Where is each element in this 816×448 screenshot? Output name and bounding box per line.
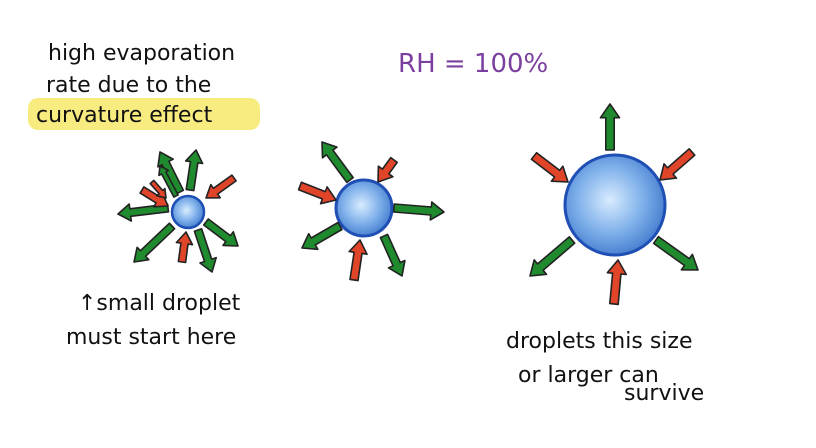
note-high-evaporation-line2: rate due to the (46, 73, 211, 98)
large-droplet (563, 153, 667, 257)
evaporation-arrow (392, 201, 445, 221)
condensation-arrow (205, 174, 237, 199)
evaporation-arrow (301, 221, 343, 251)
evaporation-arrow (529, 236, 576, 277)
note-large-droplet-line3: survive (624, 381, 704, 406)
evaporation-arrow (117, 203, 170, 222)
rh-label: RH = 100% (398, 49, 548, 79)
evaporation-arrow (599, 103, 621, 151)
condensation-arrow (139, 186, 169, 208)
condensation-arrow (175, 231, 194, 264)
evaporation-arrow (133, 222, 176, 263)
arrows-layer (117, 103, 699, 306)
highlight-marker (28, 98, 260, 130)
evaporation-arrow (202, 218, 239, 247)
condensation-arrow (297, 181, 337, 205)
note-small-droplet-line1: ↑small droplet (78, 291, 241, 316)
condensation-arrow (149, 179, 167, 199)
condensation-arrow (659, 148, 696, 181)
note-large-droplet-line2: or larger can (518, 363, 659, 388)
note-high-evaporation-line3: curvature effect (36, 103, 213, 128)
evaporation-arrow (379, 233, 406, 277)
evaporation-arrow (158, 165, 179, 198)
evaporation-arrow (193, 228, 217, 273)
note-small-droplet-line2: must start here (66, 325, 236, 350)
condensation-arrow (377, 156, 399, 183)
condensation-arrow (530, 151, 569, 183)
small-droplet (170, 194, 206, 230)
condensation-arrow (606, 259, 628, 306)
medium-droplet (334, 178, 394, 238)
evaporation-arrow (321, 141, 355, 184)
evaporation-arrow (184, 149, 204, 192)
note-high-evaporation-line1: high evaporation (48, 41, 235, 66)
evaporation-arrow (652, 235, 699, 271)
condensation-arrow (348, 239, 368, 282)
note-large-droplet-line1: droplets this size (506, 329, 692, 354)
